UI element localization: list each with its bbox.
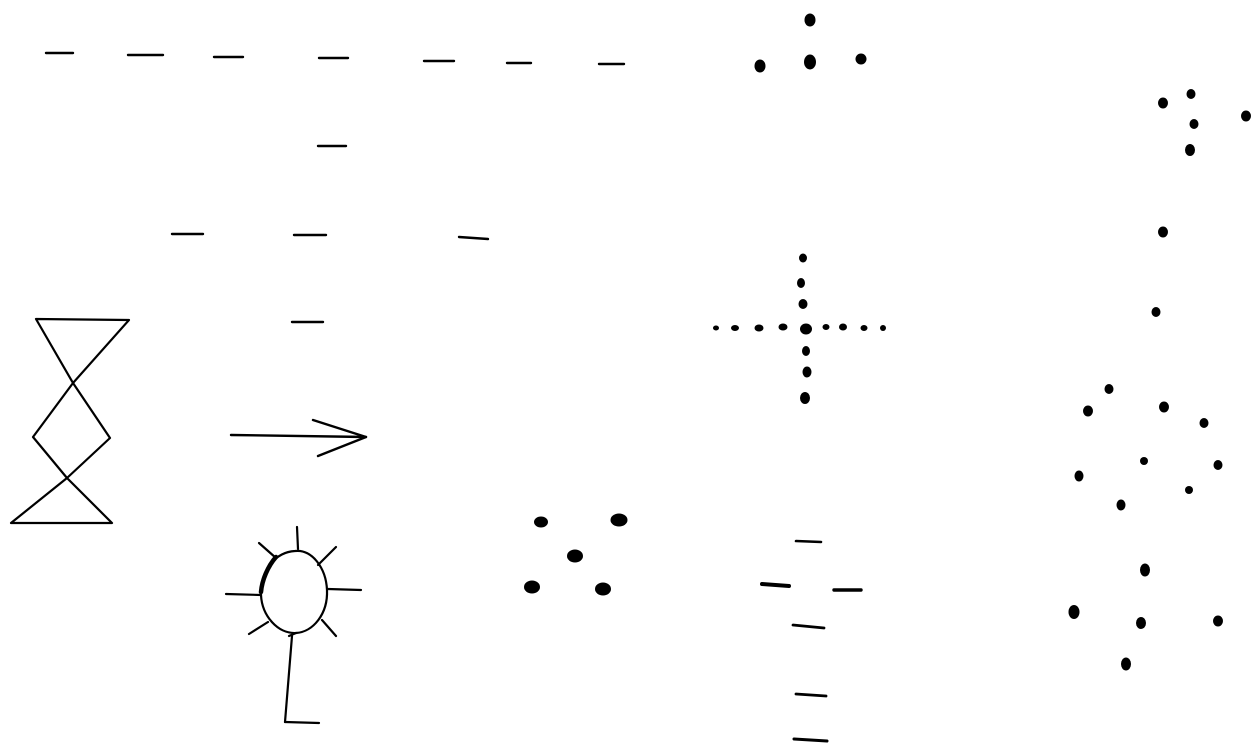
ray [318, 547, 336, 565]
dot [1121, 658, 1131, 671]
ray [297, 527, 298, 549]
hourglass-figure [11, 319, 129, 523]
dot [1083, 406, 1093, 417]
dot [713, 326, 719, 331]
ray [226, 594, 261, 595]
dot [534, 517, 548, 528]
dot [805, 14, 816, 27]
dot [797, 278, 805, 288]
dot [861, 325, 868, 331]
dot-cross-bottom-right [1069, 564, 1224, 671]
dot [611, 514, 628, 527]
dot [755, 325, 764, 332]
dot-cluster-top-right [1158, 89, 1251, 156]
dot [802, 346, 810, 356]
stem-foot [285, 722, 319, 723]
ray [249, 622, 268, 634]
ray [259, 543, 276, 558]
dash [762, 584, 789, 586]
dot [1185, 144, 1195, 156]
dash-pattern-t [172, 146, 488, 322]
dash [793, 625, 824, 628]
dot-cluster-top [755, 14, 867, 73]
dash [459, 237, 488, 239]
arrow-right [231, 420, 366, 456]
dot [1075, 471, 1084, 482]
rayed-circle-stem-figure [226, 527, 361, 723]
dot [1158, 98, 1168, 109]
dot [567, 550, 583, 563]
dash [794, 739, 827, 741]
dot [1140, 564, 1150, 577]
dot [1214, 460, 1223, 470]
dot [804, 55, 816, 70]
dot [856, 54, 867, 65]
dot [839, 324, 847, 331]
dot [1117, 500, 1126, 511]
ray [328, 589, 361, 590]
dot [755, 60, 766, 73]
dot [1213, 616, 1223, 627]
dot [803, 367, 812, 378]
circle-thick-edge [261, 557, 276, 592]
dash-row [46, 53, 624, 64]
dot-x-cluster [524, 514, 628, 596]
dot-cross [713, 254, 886, 405]
dot [823, 324, 830, 330]
ray [322, 620, 336, 636]
dash-column-bottom [762, 541, 861, 741]
dot [800, 324, 812, 335]
dot [1187, 89, 1196, 99]
dot [1158, 227, 1168, 238]
dot [1241, 111, 1251, 122]
dot [1105, 384, 1114, 394]
arrow-shaft [231, 435, 366, 437]
hourglass-outline [11, 319, 129, 523]
dot [1159, 402, 1169, 413]
dot-diamond-cluster [1075, 384, 1223, 511]
dot [524, 581, 540, 594]
dot [731, 325, 739, 331]
dot [1069, 605, 1080, 619]
dash [796, 694, 826, 696]
dot [779, 324, 788, 331]
dash [796, 541, 821, 542]
dot-column-right [1152, 227, 1169, 318]
dot [799, 254, 807, 263]
dot [1185, 486, 1193, 494]
dot [1152, 307, 1161, 317]
dot [1136, 617, 1146, 629]
stem [285, 636, 292, 722]
dot [800, 392, 810, 404]
dot [1140, 457, 1148, 465]
dot [880, 325, 886, 331]
dot [799, 299, 808, 309]
dot [1200, 418, 1209, 428]
dot [595, 583, 611, 596]
dot [1190, 119, 1199, 129]
